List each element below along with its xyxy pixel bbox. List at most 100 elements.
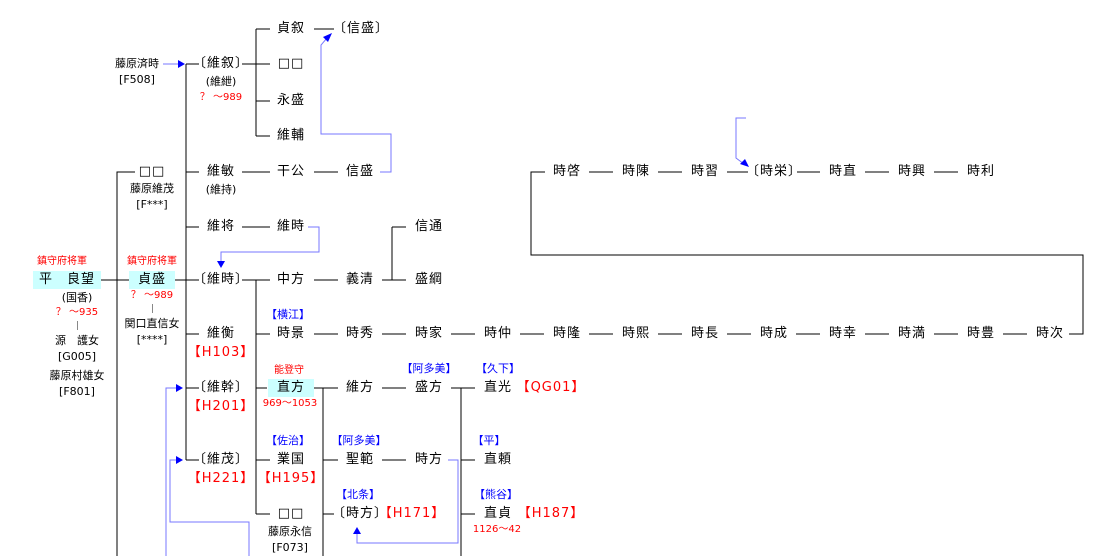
alt-name: (維紲) <box>205 75 237 88</box>
arrow-icon <box>323 33 332 42</box>
person-chain: 時次 <box>1035 326 1065 341</box>
person-code: [F508] <box>119 73 155 86</box>
person-yoshimochi: 平 良望 <box>33 271 101 289</box>
person-chain: 時隆 <box>552 326 582 341</box>
person-kankou: 干公 <box>276 164 306 179</box>
person-fujiwara-koreshige: 藤原維茂 <box>130 182 174 195</box>
person-koresuke: 維輔 <box>276 128 306 143</box>
person-upper-chain: 時興 <box>897 164 927 179</box>
person-sadamori: 貞盛 <box>129 271 175 289</box>
title-label: 鎮守府将軍 <box>37 256 87 267</box>
arrow-icon <box>217 261 225 268</box>
divider <box>77 321 78 330</box>
person-unknown: □□ <box>277 506 305 521</box>
arrow-icon <box>176 384 183 392</box>
person-korenobu: 〔維叙〕 <box>192 56 250 71</box>
person-chain: 時家 <box>414 326 444 341</box>
link-line <box>320 37 392 173</box>
person-tokikata: 時方 <box>414 452 444 467</box>
person-nobumichi: 信通 <box>414 219 444 234</box>
clan-label: 【阿多美】 <box>331 434 387 447</box>
person-code[interactable]: 【H195】 <box>257 471 325 486</box>
person-upper-chain: 時習 <box>690 164 720 179</box>
person-code: [F073] <box>272 541 308 554</box>
person-koretoki: 維時 <box>276 219 306 234</box>
dates: 969～1053 <box>262 398 318 409</box>
person-chain: 時長 <box>690 326 720 341</box>
person-fujiwara-narutoki: 藤原済時 <box>115 57 159 70</box>
arrow-icon <box>353 527 361 534</box>
person-code[interactable]: 【H103】 <box>187 345 255 360</box>
spouse: 関口直信女 <box>124 317 180 330</box>
dates: ？ ～935 <box>55 307 99 318</box>
clan-label: 【阿多美】 <box>401 362 457 375</box>
dates: ？ ～989 <box>199 92 243 103</box>
person-chain: 時仲 <box>483 326 513 341</box>
person-koreshige: 〔維茂〕 <box>192 452 250 467</box>
clan-label: 【平】 <box>472 434 506 447</box>
line <box>314 171 1084 335</box>
person-fujiwara-naganobu: 藤原永信 <box>268 525 312 538</box>
link-line <box>735 117 746 165</box>
person-chain: 時豊 <box>966 326 996 341</box>
person-sadanobu: 貞叙 <box>276 21 306 36</box>
person-nobumori: 信盛 <box>345 164 375 179</box>
line <box>116 171 135 556</box>
clan-label: 【熊谷】 <box>474 488 518 501</box>
person-naokata: 直方 <box>268 379 314 397</box>
spouse: 藤原村雄女 <box>49 369 105 382</box>
person-korehira: 維衡 <box>206 326 236 341</box>
person-upper-chain: 時陳 <box>621 164 651 179</box>
dates: 1126～42 <box>472 524 522 535</box>
dates: ？ ～989 <box>130 290 174 301</box>
alt-name: (国香) <box>61 291 93 304</box>
link-line <box>220 226 320 262</box>
person-code[interactable]: 【H221】 <box>187 471 255 486</box>
arrow-icon <box>178 60 185 68</box>
person-shohan: 聖範 <box>345 452 375 467</box>
person-nobumori-bracket: 〔信盛〕 <box>332 21 390 36</box>
link-line <box>169 459 250 556</box>
arrow-icon <box>176 456 183 464</box>
person-code[interactable]: 【H201】 <box>187 399 255 414</box>
person-code: [F801] <box>59 385 95 398</box>
alt-name: (維持) <box>205 183 237 196</box>
person-naomitsu: 直光 <box>483 380 513 395</box>
person-chain: 時熙 <box>621 326 651 341</box>
line <box>242 28 334 137</box>
person-moritsuna: 盛綱 <box>414 272 444 287</box>
person-code: [G005] <box>57 350 97 363</box>
person-koretoki-bracket: 〔維時〕 <box>192 272 250 287</box>
person-code[interactable]: 【H171】 <box>378 506 446 521</box>
person-naoyori: 直頼 <box>483 452 513 467</box>
person-upper-chain: 〔時栄〕 <box>745 164 803 179</box>
person-yoshikiyo: 義清 <box>345 272 375 287</box>
divider <box>152 304 153 313</box>
person-upper-chain: 時利 <box>966 164 996 179</box>
person-koretoshi: 維敏 <box>206 164 236 179</box>
person-unknown: □□ <box>138 164 166 179</box>
person-morikata: 盛方 <box>414 380 444 395</box>
line <box>313 387 475 556</box>
person-upper-chain: 時啓 <box>552 164 582 179</box>
person-tokikata-bracket: 〔時方〕 <box>331 506 389 521</box>
person-naosada: 直貞 <box>483 506 513 521</box>
person-nagamori: 永盛 <box>276 93 306 108</box>
person-chain: 時満 <box>897 326 927 341</box>
person-upper-chain: 時直 <box>828 164 858 179</box>
clan-label: 【佐治】 <box>266 434 310 447</box>
person-koremoto: 〔維幹〕 <box>192 380 250 395</box>
spouse: 源 護女 <box>55 334 99 347</box>
person-narikuni: 業国 <box>276 452 306 467</box>
person-code[interactable]: 【H187】 <box>517 506 585 521</box>
person-unknown: □□ <box>277 56 305 71</box>
link-line <box>165 387 177 556</box>
person-code: [****] <box>136 333 168 346</box>
person-code[interactable]: 【QG01】 <box>516 380 586 395</box>
clan-label: 【久下】 <box>476 362 520 375</box>
title-label: 能登守 <box>274 365 304 376</box>
person-korekata: 維方 <box>345 380 375 395</box>
person-chain: 時成 <box>759 326 789 341</box>
